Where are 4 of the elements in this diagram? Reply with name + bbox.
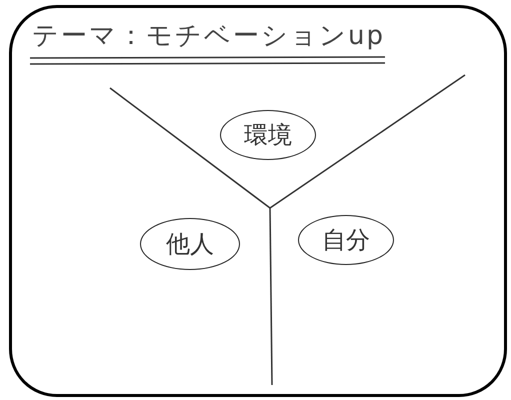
label-ellipse: 環境	[220, 110, 316, 160]
label-ellipse: 他人	[140, 218, 240, 270]
title: テーマ：モチベーションup	[32, 20, 385, 53]
label-ellipse: 自分	[298, 215, 394, 265]
